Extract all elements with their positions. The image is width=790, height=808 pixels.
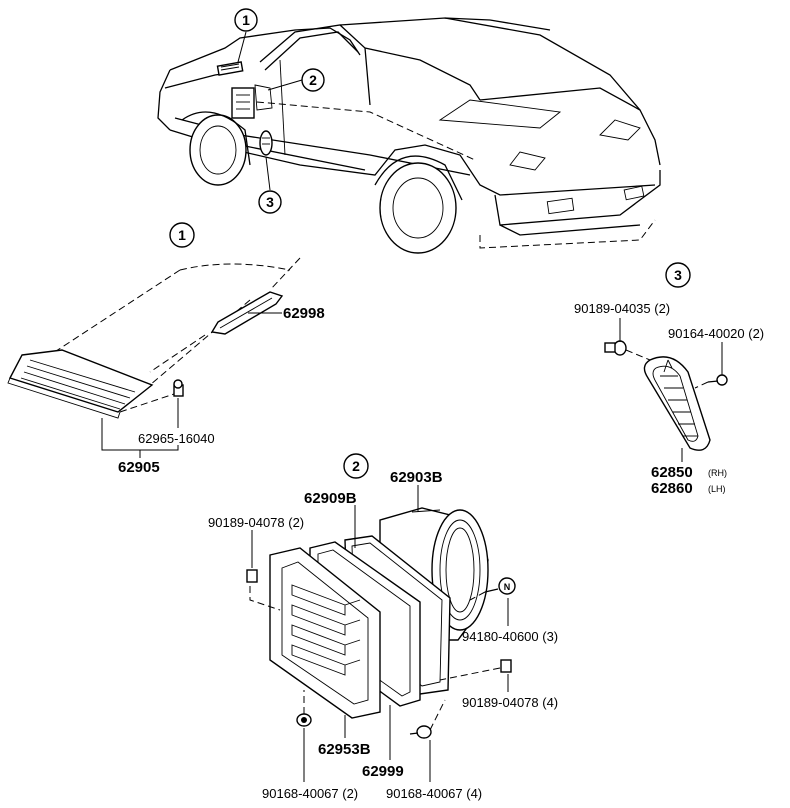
label-90168-40067-2: 90168-40067 (2): [262, 786, 358, 801]
label-62903b: 62903B: [390, 469, 443, 486]
callout-1-detail: 1: [169, 222, 195, 248]
label-62953b: 62953B: [318, 741, 371, 758]
label-62905: 62905: [118, 459, 160, 476]
hood-louver-detail: [7, 257, 301, 458]
label-90168-40067-4: 90168-40067 (4): [386, 786, 482, 801]
screw-90168-right: [409, 725, 432, 739]
svg-text:N: N: [504, 582, 511, 592]
clip-90189-04035: [604, 340, 627, 356]
fender-garnish-detail: [604, 318, 728, 462]
callout-2-detail: 2: [343, 453, 369, 479]
label-90189-04078-4: 90189-04078 (4): [462, 695, 558, 710]
garnish-fins: [660, 375, 698, 437]
label-90189-04035: 90189-04035 (2): [574, 301, 670, 316]
label-62860-side: (LH): [708, 484, 726, 494]
clip-62965: [173, 379, 184, 397]
label-62850-side: (RH): [708, 468, 727, 478]
label-62998: 62998: [283, 305, 325, 322]
label-94180-40600: 94180-40600 (3): [462, 629, 558, 644]
svg-text:1: 1: [178, 227, 186, 243]
side-vent-marker: [231, 84, 273, 119]
screw-90164-40020: [707, 374, 728, 386]
bolt-94180-40600: N: [484, 577, 516, 595]
svg-text:3: 3: [266, 194, 274, 210]
fender-garnish-marker: [259, 130, 273, 156]
svg-text:1: 1: [242, 12, 250, 28]
svg-text:2: 2: [352, 458, 360, 474]
label-90164-40020: 90164-40020 (2): [668, 326, 764, 341]
label-62999: 62999: [362, 763, 404, 780]
side-vent-detail: N: [246, 485, 516, 782]
callout-3-car: 3: [258, 190, 282, 214]
clip-90189-04078-top: [246, 569, 258, 583]
label-90189-04078-2: 90189-04078 (2): [208, 515, 304, 530]
clip-90189-04078-bottom: [500, 659, 512, 673]
callout-1-car: 1: [234, 8, 258, 32]
screw-90168-left: [296, 713, 312, 727]
svg-text:3: 3: [674, 267, 682, 283]
louver-62953b: [269, 547, 381, 719]
car-illustration: [157, 17, 661, 254]
label-62965-16040: 62965-16040: [138, 431, 215, 446]
callout-2-car: 2: [301, 68, 325, 92]
louver-slats: [20, 359, 136, 410]
label-62860: 62860: [651, 480, 693, 497]
svg-text:2: 2: [309, 72, 317, 88]
hood-vent-marker: [216, 61, 244, 76]
label-62850: 62850: [651, 464, 693, 481]
label-62909b: 62909B: [304, 490, 357, 507]
callout-3-detail: 3: [665, 262, 691, 288]
